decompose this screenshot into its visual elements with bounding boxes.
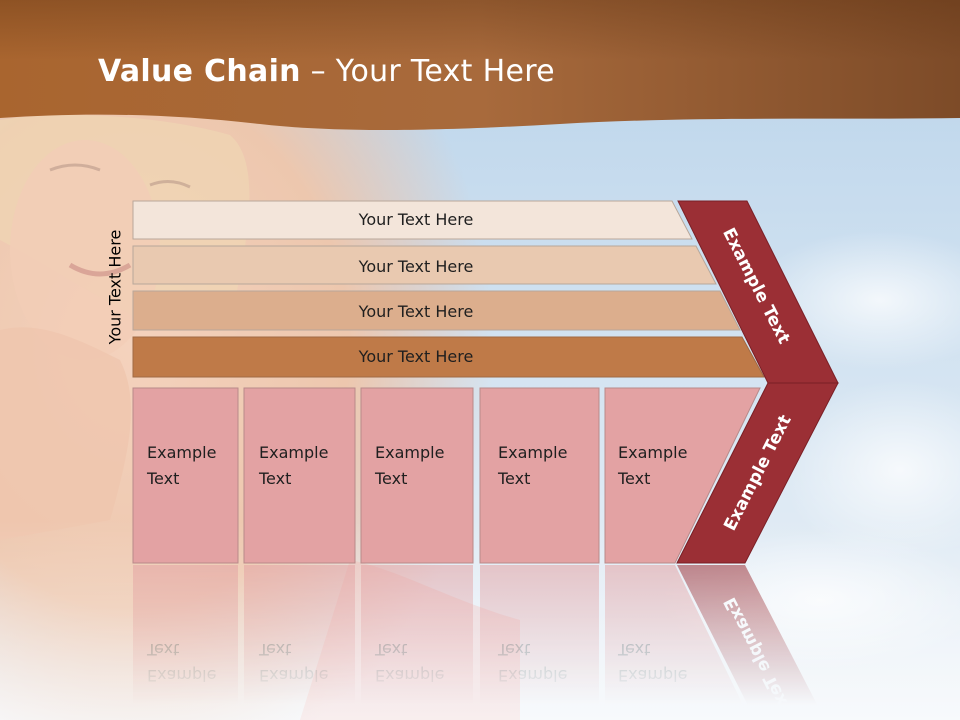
primary-box: Example Text <box>132 387 239 564</box>
svg-text:Example: Example <box>259 666 328 685</box>
title-separator: – <box>300 54 336 89</box>
svg-text:Text: Text <box>497 469 530 488</box>
support-bar: Your Text Here <box>132 290 741 331</box>
box-line2: Text <box>258 469 291 488</box>
support-bar-shape <box>132 336 765 378</box>
primary-box-shape <box>360 387 474 564</box>
header-band <box>0 0 960 130</box>
primary-box: Example Text <box>604 387 761 564</box>
svg-text:Text: Text <box>146 640 179 659</box>
svg-text:Text: Text <box>374 469 407 488</box>
support-bar: Your Text Here <box>132 200 693 240</box>
support-bar-label: Your Text Here <box>358 257 474 276</box>
support-bar-shape <box>132 200 693 240</box>
support-bar-label: Your Text Here <box>358 347 474 366</box>
svg-text:Example: Example <box>375 666 444 685</box>
support-bar: Your Text Here <box>132 245 717 285</box>
svg-text:Text: Text <box>497 640 530 659</box>
box-line1: Example <box>147 443 216 462</box>
svg-text:Example: Example <box>498 666 567 685</box>
primary-box: Example Text <box>479 387 600 564</box>
primary-box: Example Text <box>243 387 356 564</box>
box-line2: Text <box>497 469 530 488</box>
title-rest: Your Text Here <box>335 54 555 89</box>
box-line1: Example <box>375 443 444 462</box>
svg-text:Example: Example <box>375 443 444 462</box>
box-line2: Text <box>146 469 179 488</box>
svg-text:Text: Text <box>617 469 650 488</box>
primary-box-shape <box>243 387 356 564</box>
support-bar-shape <box>132 245 717 285</box>
box-line2: Text <box>617 469 650 488</box>
support-bar-shape <box>132 290 741 331</box>
chevron-lower-arm <box>676 382 839 564</box>
svg-text:Example: Example <box>498 443 567 462</box>
title-bold: Value Chain <box>98 54 301 89</box>
svg-text:Example: Example <box>259 443 328 462</box>
svg-text:Text: Text <box>146 469 179 488</box>
support-bar: Your Text Here <box>132 336 765 378</box>
svg-text:Text: Text <box>258 469 291 488</box>
svg-text:Text: Text <box>617 640 650 659</box>
box-line2: Text <box>374 469 407 488</box>
support-bar-label: Your Text Here <box>358 302 474 321</box>
primary-box-shape <box>604 387 761 564</box>
diagram-reflection: Example Text Example Text Example Text E… <box>133 565 826 720</box>
box-line1: Example <box>259 443 328 462</box>
primary-box-shape <box>132 387 239 564</box>
primary-box-shape <box>479 387 600 564</box>
primary-box: Example Text <box>360 387 474 564</box>
svg-text:Example: Example <box>147 443 216 462</box>
svg-text:Example: Example <box>618 666 687 685</box>
svg-text:Example: Example <box>618 443 687 462</box>
svg-text:Text: Text <box>258 640 291 659</box>
slide-title: Value Chain – Your Text Here <box>98 54 555 89</box>
box-line1: Example <box>618 443 687 462</box>
box-line1: Example <box>498 443 567 462</box>
svg-text:Example: Example <box>147 666 216 685</box>
support-bar-label: Your Text Here <box>358 210 474 229</box>
svg-text:Text: Text <box>374 640 407 659</box>
